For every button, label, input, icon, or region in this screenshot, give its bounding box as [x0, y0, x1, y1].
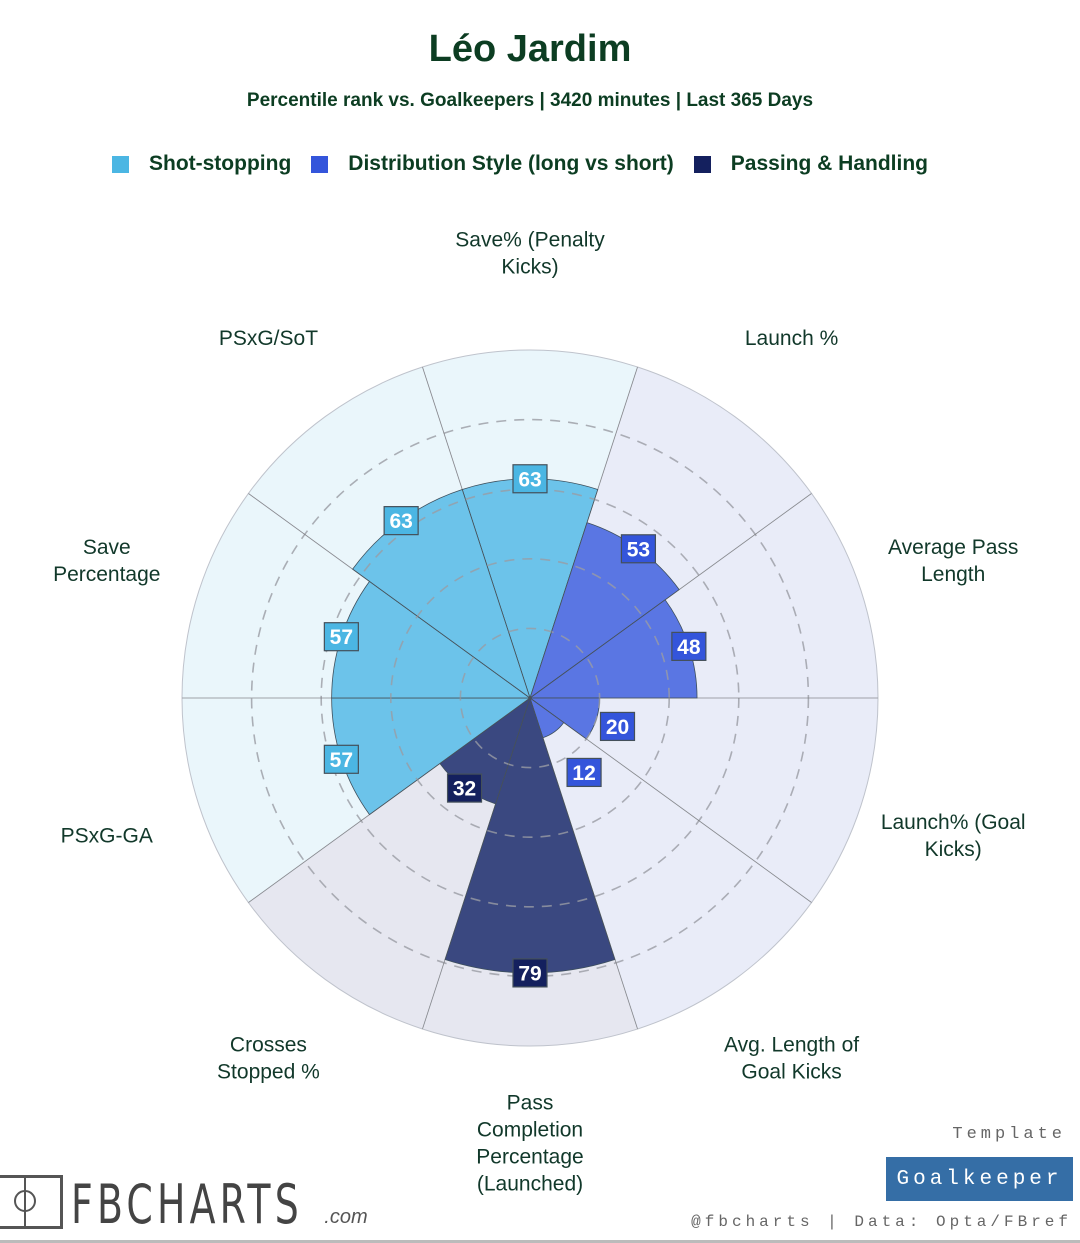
category-label-line: Crosses: [230, 1034, 307, 1057]
category-label: PSxG/SoT: [219, 327, 318, 350]
legend-swatch: [111, 155, 129, 173]
category-label-line: (Launched): [477, 1173, 583, 1196]
value-label: 63: [518, 468, 541, 491]
category-label-line: Completion: [477, 1119, 583, 1142]
category-label-line: Kicks): [501, 256, 558, 279]
legend-label: Passing & Handling: [730, 152, 928, 175]
spoke-line: [422, 366, 531, 699]
value-label-box: [599, 711, 636, 742]
value-label-box: [512, 958, 548, 988]
legend-label: Distribution Style (long vs short): [348, 152, 674, 175]
legend-item-shot-stopping: Shot-stopping: [111, 152, 292, 176]
chart-title: Léo Jardim: [428, 28, 632, 70]
category-label-line: Goal Kicks: [741, 1061, 841, 1084]
pitch-icon: [0, 1175, 63, 1229]
spoke-line: [529, 366, 638, 699]
chart-subtitle: Percentile rank vs. Goalkeepers | 3420 m…: [246, 90, 814, 111]
category-label-line: Save: [83, 536, 131, 559]
category-label: Avg. Length of Goal Kicks: [724, 1034, 859, 1084]
legend: Shot-stopping Distribution Style (long v…: [0, 152, 1040, 176]
category-label-line: Launch %: [745, 327, 838, 350]
legend-item-passing: Passing & Handling: [693, 152, 928, 176]
fbcharts-logo: FBCHARTS .com: [0, 1173, 368, 1236]
category-label: Launch %: [745, 327, 838, 350]
category-label-line: PSxG-GA: [61, 825, 153, 848]
spoke-line: [248, 493, 531, 699]
value-label: 57: [330, 626, 353, 649]
value-label-box: [323, 744, 359, 774]
spoke-line: [422, 697, 531, 1030]
category-label-line: Pass: [507, 1092, 554, 1115]
category-label-line: Percentage: [476, 1146, 583, 1169]
value-label-box: [383, 506, 419, 536]
legend-swatch: [311, 155, 329, 173]
category-label-line: Stopped %: [217, 1061, 320, 1084]
spoke-line: [248, 697, 531, 903]
value-label: 20: [606, 716, 629, 739]
category-label-line: Avg. Length of: [724, 1034, 859, 1057]
category-label-line: Launch% (Goal: [881, 811, 1026, 834]
value-label: 53: [627, 538, 650, 561]
value-label-box: [671, 631, 707, 661]
spoke-line: [529, 697, 638, 1030]
logo-text: FBCHARTS: [71, 1173, 303, 1236]
logo-suffix: .com: [324, 1206, 368, 1228]
spoke-line: [529, 697, 812, 903]
data-credit: @fbcharts | Data: Opta/FBref: [691, 1213, 1072, 1231]
legend-label: Shot-stopping: [148, 152, 292, 175]
value-label: 32: [453, 778, 476, 801]
value-label-box: [566, 757, 602, 788]
category-label-line: Save% (Penalty: [455, 229, 605, 252]
value-label: 63: [389, 510, 412, 533]
value-label: 48: [677, 636, 701, 659]
value-label-box: [323, 622, 359, 652]
divider: [0, 1240, 1080, 1243]
value-label: 79: [518, 962, 541, 985]
value-label-box: [620, 534, 657, 564]
value-label-box: [446, 773, 483, 803]
template-badge: Goalkeeper: [886, 1157, 1073, 1201]
value-label: 12: [572, 762, 595, 785]
category-label-line: Length: [921, 563, 985, 586]
category-label-line: Average Pass: [888, 536, 1018, 559]
category-label-line: PSxG/SoT: [219, 327, 318, 350]
background-slice: [528, 697, 879, 904]
legend-item-distribution: Distribution Style (long vs short): [311, 152, 674, 176]
value-label: 57: [330, 749, 353, 772]
value-label-box: [512, 464, 548, 494]
spoke-line: [529, 493, 812, 699]
template-label: Template: [952, 1125, 1066, 1144]
legend-swatch: [693, 155, 711, 173]
category-label-line: Kicks): [925, 838, 982, 861]
category-label: PSxG-GA: [61, 825, 153, 848]
category-label-line: Percentage: [53, 563, 160, 586]
